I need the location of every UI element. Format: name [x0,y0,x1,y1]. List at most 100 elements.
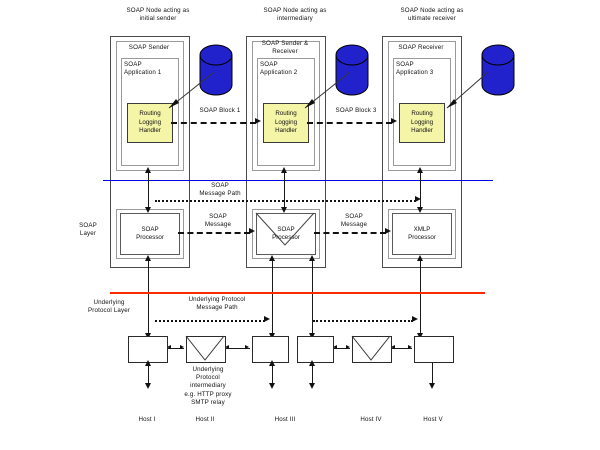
transport-box-host-5 [414,336,454,363]
routing-logging-handler-1: Routing Logging Handler [127,103,173,143]
host-label-1: Host I [138,416,156,423]
host3-down-link-a [272,362,273,386]
store-arrow-2 [304,71,351,109]
hop-arrow-2-3-left [225,345,229,349]
host1-down-arrow-up [144,360,151,366]
host-label-5: Host V [423,416,443,423]
hop-arrow-3-4-left [333,345,337,349]
transport-box-host-3-left [252,336,289,363]
host3-down-arrow-down-b [308,383,315,389]
underlying-message-path-arrowhead-1 [264,316,270,322]
soap-message-arrowhead-1 [249,228,255,234]
soap-block-arrow-3 [307,122,392,124]
soap-message-label-2: SOAP Message [340,213,368,229]
routing-logging-handler-3: Routing Logging Handler [399,103,445,143]
underlying-message-path-line-1 [155,320,265,322]
role-label-3: SOAP Receiver [398,44,444,51]
application-label-1: SOAP Application 1 [124,61,162,77]
host3-down-arrow-up-a [268,360,275,366]
hop-link-3-4 [334,348,350,349]
hop-link-2-3 [226,348,250,349]
node3-transport-arrow-up [416,255,423,261]
node2-internal-arrow-up [280,167,287,173]
soap-message-arrowhead-2 [385,228,391,234]
soap-layer-divider [103,180,493,181]
node2-transport-arrow-up-a [268,255,275,261]
transport-box-host-1 [128,336,168,363]
node2-transport-arrow-up-b [308,255,315,261]
soap-message-path-label: SOAP Message Path [199,182,241,198]
hop-arrow-1-2-left [167,345,171,349]
soap-message-path-line [155,200,416,202]
host-label-2: Host II [195,416,215,423]
node2-internal-arrow-down [280,207,287,213]
data-store-cylinder-2 [335,44,369,96]
node3-internal-link [420,170,421,210]
underlying-message-path-line-2 [313,320,413,322]
transport-box-host-3-right [297,336,334,363]
soap-block-label-3: SOAP Block 3 [335,107,377,114]
node1-internal-link [148,170,149,210]
node3-transport-link [420,258,421,336]
hop-arrow-4-5-left [391,345,395,349]
node3-internal-arrow-down [416,207,423,213]
node1-transport-link [148,258,149,336]
soap-layer-label: SOAP Layer [79,222,97,238]
processor-label-2: SOAP Processor [272,225,300,241]
soap-processor-1: SOAP Processor [120,213,180,255]
node1-internal-arrow-down [144,207,151,213]
node-caption-ultimate-receiver: SOAP Node acting as ultimate receiver [400,7,464,23]
role-label-2: SOAP Sender & Receiver [261,40,309,56]
soap-message-path-arrowhead [415,196,421,202]
hop-link-1-2 [168,348,184,349]
soap-processor-2: SOAP Processor [256,213,316,255]
store-arrow-3 [446,71,489,109]
soap-message-arrow-2 [314,232,386,234]
host3-down-link-b [312,362,313,386]
application-label-3: SOAP Application 3 [396,61,434,77]
host1-down-arrow-down [144,383,151,389]
envelope-overlay-processor-2 [255,212,315,246]
soap-message-label-1: SOAP Message [204,213,232,229]
store-arrow-1 [168,71,215,109]
soap-block-arrowhead-3 [391,118,397,124]
underlying-message-path-arrowhead-2 [412,316,418,322]
soap-message-arrow-1 [178,232,250,234]
host5-down-link [432,362,433,386]
soap-block-label-1: SOAP Block 1 [199,107,241,114]
hop-arrow-3-4-right [346,345,350,349]
node1-internal-arrow-up [144,167,151,173]
node2-transport-link-a [272,258,273,336]
underlying-message-path-label: Underlying Protocol Message Path [188,296,246,312]
hop-arrow-1-2-right [180,345,184,349]
handler-label-3: Routing Logging Handler [410,110,434,135]
application-label-2: SOAP Application 2 [260,61,298,77]
host-label-4: Host IV [360,416,382,423]
underlying-intermediary-note: Underlying Protocol intermediary e.g. HT… [184,366,232,406]
hop-link-4-5 [392,348,412,349]
node-caption-initial-sender: SOAP Node acting as initial sender [126,7,190,23]
underlying-layer-divider [110,292,485,294]
host1-down-link [148,362,149,386]
processor-label-1: SOAP Processor [136,225,164,241]
handler-label-1: Routing Logging Handler [138,110,162,135]
node2-transport-link-b [312,258,313,336]
hop-arrow-4-5-right [408,345,412,349]
soap-block-arrowhead-1 [255,118,261,124]
hop-arrow-2-3-right [245,345,249,349]
node-caption-intermediary: SOAP Node acting as intermediary [263,7,327,23]
node2-internal-link [284,170,285,210]
host5-down-arrow-down [428,383,435,389]
data-store-cylinder-3 [481,44,515,96]
data-store-cylinder-1 [199,44,233,96]
underlying-layer-label: Underlying Protocol Layer [88,299,130,315]
role-label-1: SOAP Sender [128,44,170,51]
handler-label-2: Routing Logging Handler [274,110,298,135]
node3-internal-arrow-up [416,167,423,173]
soap-block-arrow-1 [171,122,256,124]
routing-logging-handler-2: Routing Logging Handler [263,103,309,143]
node1-transport-arrow-up [144,255,151,261]
host-label-3: Host III [274,416,296,423]
host3-down-arrow-up-b [308,360,315,366]
